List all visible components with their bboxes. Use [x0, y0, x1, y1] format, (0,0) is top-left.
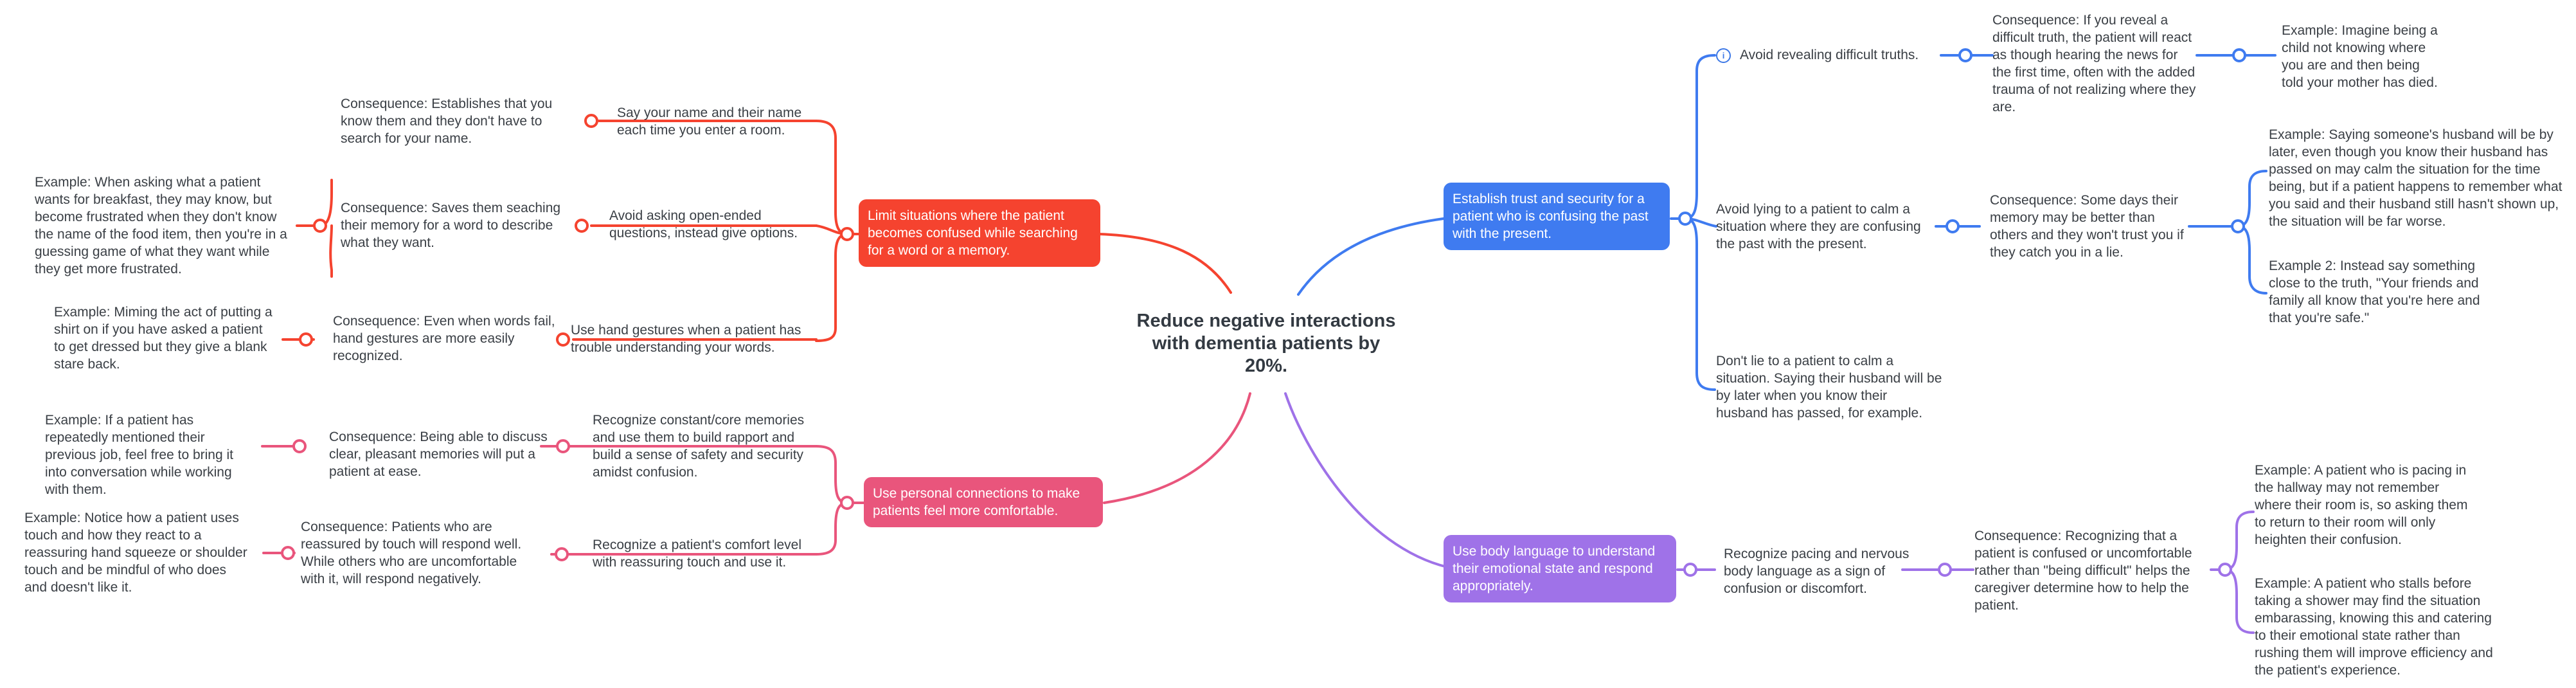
- consequence-pleasant-memories[interactable]: Consequence: Being able to discuss clear…: [329, 430, 548, 479]
- consequence-say-your-name[interactable]: Consequence: Establishes that you know t…: [341, 96, 553, 146]
- example-miming[interactable]: Example: Miming the act of putting a shi…: [54, 305, 273, 372]
- subtopic-avoid-open-ended[interactable]: Avoid asking open-ended questions, inste…: [609, 208, 798, 240]
- subtopic-avoid-lying[interactable]: Avoid lying to a patient to calm a situa…: [1716, 202, 1921, 251]
- consequence-recognizing-confusion[interactable]: Consequence: Recognizing that a patient …: [1974, 529, 2192, 613]
- topic-establish-trust[interactable]: Establish trust and security for a patie…: [1444, 183, 1670, 250]
- example-child[interactable]: Example: Imagine being a child not knowi…: [2282, 23, 2438, 90]
- consequence-avoid-open-ended[interactable]: Consequence: Saves them seaching their m…: [341, 201, 561, 250]
- subtopic-avoid-difficult-truths-label: Avoid revealing difficult truths.: [1740, 48, 1919, 62]
- subtopic-avoid-difficult-truths[interactable]: i Avoid revealing difficult truths.: [1716, 46, 1941, 64]
- example-husband-later[interactable]: Example: Saying someone's husband will b…: [2269, 127, 2563, 229]
- branch-collapse-toggle: [840, 227, 854, 241]
- example-breakfast[interactable]: Example: When asking what a patient want…: [35, 175, 287, 276]
- topic-limit-confusion[interactable]: Limit situations where the patient becom…: [859, 199, 1100, 267]
- example-hand-squeeze[interactable]: Example: Notice how a patient uses touch…: [24, 511, 247, 595]
- subtopic-core-memories[interactable]: Recognize constant/core memories and use…: [593, 413, 805, 480]
- topic-body-language[interactable]: Use body language to understand their em…: [1444, 535, 1676, 602]
- subtopic-dont-lie[interactable]: Don't lie to a patient to calm a situati…: [1716, 354, 1942, 421]
- subtopic-hand-gestures[interactable]: Use hand gestures when a patient has tro…: [571, 323, 801, 355]
- consequence-memory-better[interactable]: Consequence: Some days their memory may …: [1990, 193, 2184, 260]
- info-icon[interactable]: i: [1716, 48, 1731, 63]
- subtopic-reassuring-touch[interactable]: Recognize a patient's comfort level with…: [593, 538, 802, 570]
- consequence-difficult-truth[interactable]: Consequence: If you reveal a difficult t…: [1992, 13, 2196, 114]
- example-2-close-to-truth[interactable]: Example 2: Instead say something close t…: [2269, 258, 2480, 325]
- topic-personal-connections[interactable]: Use personal connections to make patient…: [864, 477, 1103, 527]
- example-pacing-hallway[interactable]: Example: A patient who is pacing in the …: [2255, 463, 2468, 547]
- central-topic[interactable]: Reduce negative interactions with dement…: [1136, 311, 1396, 376]
- example-stalls-shower[interactable]: Example: A patient who stalls before tak…: [2255, 576, 2493, 678]
- subtopic-recognize-pacing[interactable]: Recognize pacing and nervous body langua…: [1724, 547, 1910, 596]
- example-previous-job[interactable]: Example: If a patient has repeatedly men…: [45, 413, 233, 497]
- subtopic-say-your-name[interactable]: Say your name and their name each time y…: [617, 105, 802, 138]
- consequence-touch[interactable]: Consequence: Patients who are reassured …: [301, 520, 522, 586]
- consequence-hand-gestures[interactable]: Consequence: Even when words fail, hand …: [333, 314, 555, 363]
